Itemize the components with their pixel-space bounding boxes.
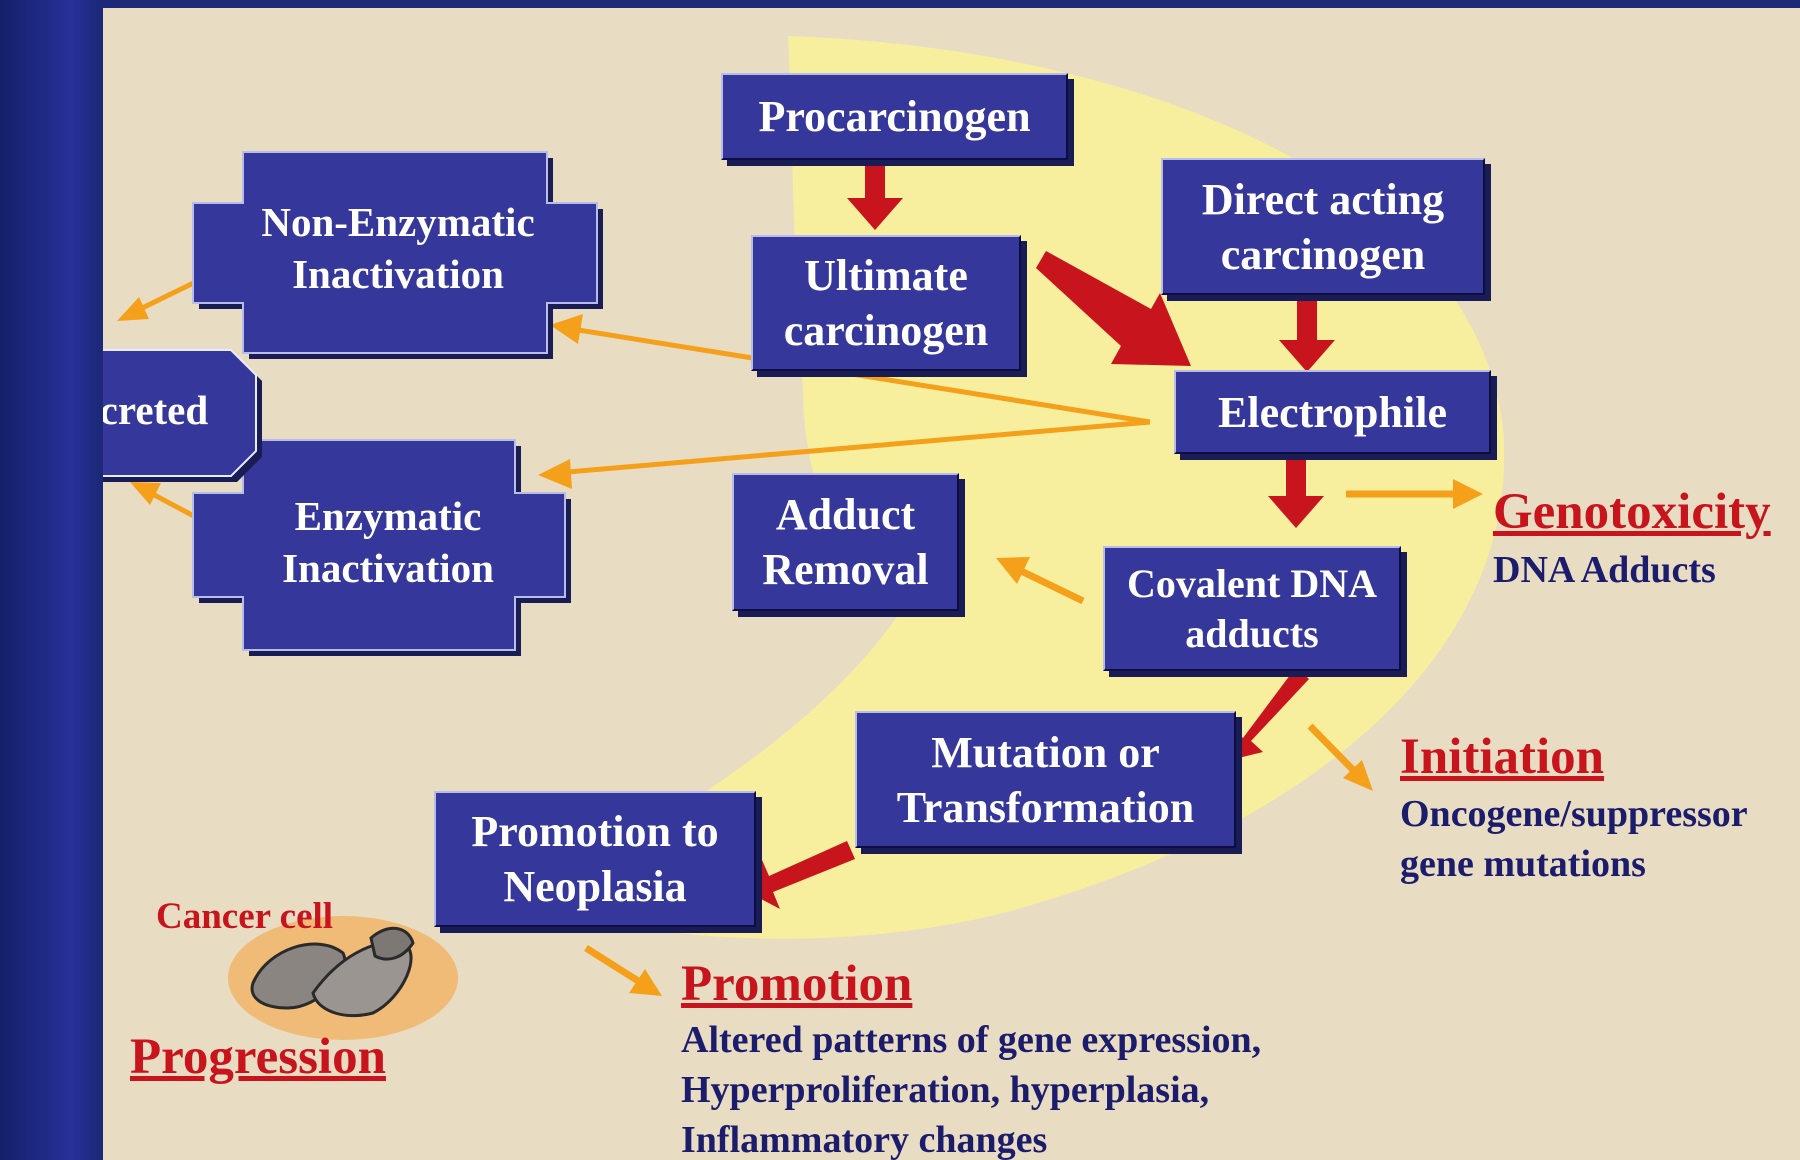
red-arrows [748,158,1335,909]
arrow-electrophile-to-non-enzymatic [565,325,1151,425]
genotoxicity-detail: DNA Adducts [1493,549,1716,591]
arrow-electrophile-to-enzymatic [555,419,1151,476]
promotion-to-neoplasia-box: Promotion to Neoplasia [434,791,756,927]
initiation-title: Initiation [1400,729,1605,785]
progression-title: Progression [130,1029,386,1085]
promotion-detail-line2: Hyperproliferation, hyperplasia, [681,1069,1210,1111]
electrophile-box: Electrophile [1174,370,1491,454]
non-enzymatic-inactivation-shape [192,151,603,359]
cancer-cell-chromosomes [250,927,415,1018]
arrow-procarcinogen-to-ultimate [847,158,903,230]
diagram-panel: Non-Enzymatic Inactivation Enzymatic Ina… [103,8,1800,1160]
enzymatic-inactivation-label: Enzymatic Inactivation [282,493,494,592]
excreted-label: Excreted [103,387,209,433]
direct-acting-carcinogen-box: Direct acting carcinogen [1161,158,1485,295]
arrow-adducts-to-initiation [1307,723,1363,780]
initiation-detail-line2: gene mutations [1400,843,1646,885]
genotoxicity-title: Genotoxicity [1493,484,1771,540]
mutation-or-transformation-box: Mutation or Transformation [855,711,1236,848]
arrow-ultimate-to-electrophile [1036,251,1191,366]
covalent-dna-adducts-box: Covalent DNA adducts [1103,546,1401,671]
initiation-detail-line1: Oncogene/suppressor [1400,793,1748,835]
arrow-mutation-to-promotion [748,841,855,909]
orange-arrows [117,267,1483,996]
arrow-direct-to-electrophile [1279,300,1335,372]
cancer-cell-label: Cancer cell [156,896,334,937]
non-enzymatic-inactivation-label: Non-Enzymatic Inactivation [261,199,535,298]
promotion-title: Promotion [681,956,913,1012]
arrow-promotion-to-promotion-stage [584,945,645,987]
adduct-removal-box: Adduct Removal [732,473,959,611]
arrow-adducts-to-adduct-removal [1013,564,1085,605]
arrow-adducts-to-mutation [1230,667,1309,760]
excreted-shape [103,349,262,482]
promotion-detail-line1: Altered patterns of gene expression, [681,1019,1262,1061]
procarcinogen-box: Procarcinogen [721,73,1068,160]
promotion-detail-line3: Inflammatory changes [681,1119,1048,1160]
enzymatic-inactivation-shape [192,439,571,656]
arrow-electrophile-to-adducts [1268,456,1324,528]
ultimate-carcinogen-box: Ultimate carcinogen [751,235,1021,371]
